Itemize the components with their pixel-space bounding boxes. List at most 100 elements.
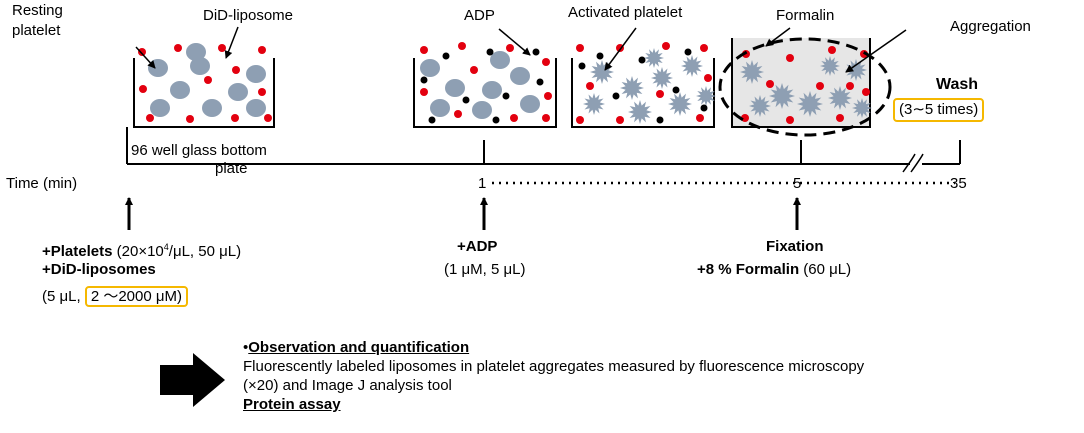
adp-dot [462, 96, 470, 104]
fixation-title: Fixation [766, 238, 824, 255]
liposome-dot [186, 115, 194, 123]
plate-label-1: 96 well glass bottom [131, 142, 267, 159]
resting-platelet [170, 81, 190, 99]
resting-platelet [228, 83, 248, 101]
protein-assay-title: Protein assay [243, 396, 341, 413]
aggregation-pointer-arrow [845, 29, 907, 73]
activated-platelet [681, 55, 703, 77]
liposome-pointer-arrow [224, 26, 239, 59]
liposome-dot [696, 114, 704, 122]
resting-platelet [246, 99, 266, 117]
activated-platelet [583, 93, 605, 115]
liposome-dot [700, 44, 708, 52]
liposome-dot [542, 114, 550, 122]
resting-platelet [246, 65, 266, 83]
adp-dot [428, 116, 436, 124]
adp-pointer-arrow [498, 28, 531, 56]
liposome-dot [828, 46, 836, 54]
adp-dot [684, 48, 692, 56]
liposome-dot [576, 116, 584, 124]
activated-platelet [845, 59, 867, 81]
platelets-step-label: +Platelets [42, 243, 113, 260]
tick-label-1: 1 [478, 175, 487, 192]
activated-platelet [668, 92, 692, 116]
liposome-dot [139, 85, 147, 93]
liposome-dot [420, 46, 428, 54]
activated-pointer-arrow [604, 27, 637, 71]
adp-dot [638, 56, 646, 64]
liposomes-conc-box: 2 〜2000 μM) [84, 286, 189, 307]
wash-title: Wash [936, 76, 979, 93]
resting-platelet [420, 59, 440, 77]
liposome-dot [616, 116, 624, 124]
aggregation-ellipse [718, 37, 892, 137]
activated-platelet [590, 60, 614, 84]
liposomes-step-detail: (5 μL, 2 〜2000 μM) [42, 286, 189, 308]
liposome-dot [454, 110, 462, 118]
liposome-dot [174, 44, 182, 52]
liposome-dot [586, 82, 594, 90]
liposome-dot [146, 114, 154, 122]
adp-dot [536, 78, 544, 86]
resting-platelet [186, 43, 206, 61]
block-arrow-icon [160, 353, 225, 407]
resting-pointer-arrow [135, 46, 156, 69]
observation-title-row: •Observation and quantification [243, 338, 864, 357]
activated-platelet [749, 95, 771, 117]
did-liposome-label: DiD-liposome [203, 7, 294, 24]
platelets-step-detail-a: (20×10 [112, 243, 164, 260]
activated-platelet [852, 98, 872, 118]
time-axis-label: Time (min) [6, 175, 78, 192]
activated-platelet [620, 76, 644, 100]
adp-dot [486, 48, 494, 56]
activated-platelet [828, 86, 852, 110]
liposome-dot [542, 58, 550, 66]
resting-platelet [445, 79, 465, 97]
resting-platelet [430, 99, 450, 117]
adp-dot [656, 116, 664, 124]
liposome-dot [458, 42, 466, 50]
liposome-dot [138, 48, 146, 56]
well-activated [571, 58, 715, 128]
resting-platelet [150, 99, 170, 117]
liposome-dot [420, 88, 428, 96]
liposomes-step-volume: (5 μL, [42, 288, 85, 305]
liposome-dot [470, 66, 478, 74]
liposome-dot [741, 114, 749, 122]
wash-times-box: (3∼5 times) [893, 98, 985, 122]
resting-platelet [520, 95, 540, 113]
liposome-dot [506, 44, 514, 52]
activated-platelet [628, 100, 652, 124]
platelets-step-detail-b: /μL, 50 μL) [168, 243, 242, 260]
fixation-step: +8 % Formalin (60 μL) [697, 261, 851, 279]
tick-label-5: 5 [793, 175, 802, 192]
resting-platelet [472, 101, 492, 119]
adp-dot [672, 86, 680, 94]
activated-platelet [740, 60, 764, 84]
adp-step-detail: (1 μM, 5 μL) [444, 261, 526, 278]
observation-line-1: Fluorescently labeled liposomes in plate… [243, 358, 865, 375]
activated-platelet [644, 48, 664, 68]
fixation-step-label: +8 % Formalin [697, 261, 800, 278]
resting-platelet [148, 59, 168, 77]
platelets-step-exponent: 4 [163, 242, 169, 252]
aggregation-label: Aggregation [950, 18, 1031, 35]
formalin-pointer-arrow [765, 27, 791, 47]
liposome-dot [218, 44, 226, 52]
liposome-dot [258, 88, 266, 96]
liposome-dot [510, 114, 518, 122]
liposome-dot [232, 66, 240, 74]
adp-dot [612, 92, 620, 100]
plate-label-2: plate [215, 160, 248, 177]
liposomes-step-label: +DiD-liposomes [42, 261, 156, 278]
adp-dot [492, 116, 500, 124]
resting-platelet [202, 99, 222, 117]
liposome-dot [816, 82, 824, 90]
liposome-dot [786, 116, 794, 124]
liposome-dot [846, 82, 854, 90]
observation-block: •Observation and quantification Fluoresc… [243, 338, 864, 414]
adp-dot [700, 104, 708, 112]
adp-label: ADP [464, 7, 495, 24]
liposome-dot [662, 42, 670, 50]
liposome-dot [786, 54, 794, 62]
